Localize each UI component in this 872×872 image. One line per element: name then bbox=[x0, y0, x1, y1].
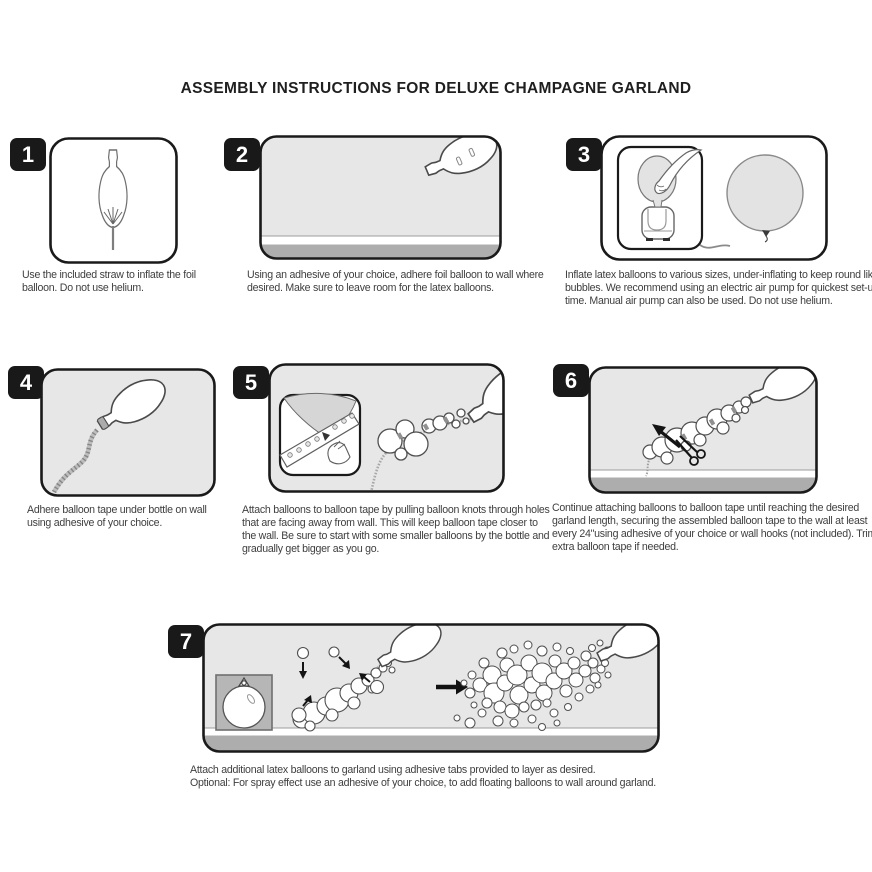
step-7-number-badge: 7 bbox=[168, 625, 204, 658]
gathered-neck-band bbox=[97, 416, 109, 430]
baseboard-top bbox=[590, 470, 816, 478]
latex-balloon bbox=[222, 685, 266, 729]
step-3-caption: Inflate latex balloons to various sizes,… bbox=[565, 269, 872, 307]
step-4-illustration bbox=[40, 368, 216, 497]
step-5-number-badge: 5 bbox=[233, 366, 269, 399]
arrow-icon bbox=[652, 424, 681, 449]
step-1-caption: Use the included straw to inflate the fo… bbox=[22, 269, 196, 294]
panel-frame bbox=[202, 623, 660, 753]
zoom-inset bbox=[278, 392, 362, 477]
foil-bottle-balloon bbox=[419, 137, 500, 188]
baseboard bbox=[204, 735, 658, 751]
extra-tape-strand bbox=[645, 457, 651, 477]
adhesive-tab-inset bbox=[215, 674, 273, 731]
step-6-illustration bbox=[588, 366, 818, 494]
step-2-number-badge: 2 bbox=[224, 138, 260, 171]
step-5-caption: Attach balloons to balloon tape by pulli… bbox=[242, 504, 550, 555]
step-3-illustration bbox=[600, 135, 828, 261]
panel-frame bbox=[268, 363, 505, 493]
added-balloons-with-arrows bbox=[291, 646, 385, 723]
baseboard bbox=[261, 244, 500, 258]
step-2-illustration bbox=[259, 135, 502, 260]
scissors-icon bbox=[675, 435, 706, 466]
step-6-number-badge: 6 bbox=[553, 364, 589, 397]
foil-bottle-balloon bbox=[89, 370, 174, 441]
round-latex-balloon bbox=[726, 154, 804, 243]
step-4-number-badge: 4 bbox=[8, 366, 44, 399]
step-6-caption: Continue attaching balloons to balloon t… bbox=[552, 502, 872, 553]
page-title: ASSEMBLY INSTRUCTIONS FOR DELUXE CHAMPAG… bbox=[180, 80, 692, 97]
adhesive-tab-icon bbox=[237, 676, 251, 687]
baseboard-top bbox=[261, 236, 500, 245]
right-arrow-icon bbox=[436, 679, 468, 695]
balloon-tape bbox=[369, 417, 472, 491]
air-spray-lines bbox=[103, 207, 123, 225]
baseboard-top bbox=[204, 728, 658, 736]
panel-frame bbox=[259, 135, 502, 260]
step-7-illustration bbox=[202, 623, 660, 753]
hand bbox=[654, 149, 703, 195]
hand bbox=[327, 440, 351, 465]
tape-holes bbox=[287, 413, 355, 458]
step-3-number-badge: 3 bbox=[566, 138, 602, 171]
step-2-caption: Using an adhesive of your choice, adhere… bbox=[247, 269, 544, 294]
wall bbox=[41, 369, 215, 496]
foil-bottle-balloon bbox=[98, 149, 128, 250]
balloon-spray-cluster bbox=[453, 639, 612, 731]
panel-frame bbox=[40, 368, 216, 497]
step-5-illustration bbox=[268, 363, 505, 493]
step-7-caption: Attach additional latex balloons to garl… bbox=[190, 764, 656, 789]
balloon-highlight bbox=[246, 694, 256, 704]
balloon-knot bbox=[322, 432, 330, 441]
balloon-knots bbox=[680, 406, 738, 441]
balloon-knots bbox=[396, 416, 450, 440]
step-1-illustration bbox=[49, 137, 178, 264]
step-4-caption: Adhere balloon tape under bottle on wall… bbox=[27, 504, 207, 529]
air-pump bbox=[641, 206, 675, 241]
step-1-number-badge: 1 bbox=[10, 138, 46, 171]
baseboard bbox=[590, 477, 816, 492]
panel-frame bbox=[588, 366, 818, 494]
balloon-tape bbox=[51, 428, 99, 494]
